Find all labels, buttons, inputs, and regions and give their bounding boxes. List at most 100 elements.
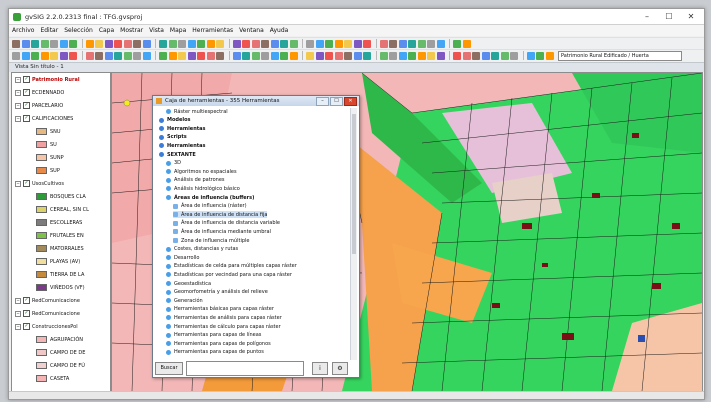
toolbar-tool-icon[interactable] [261, 51, 269, 60]
toolbar-tool-icon[interactable] [95, 51, 103, 60]
legend-layer[interactable]: −✓PARCELARIO [15, 102, 63, 109]
toolbar-tool-icon[interactable] [545, 51, 554, 60]
toolbar-tool-icon[interactable] [417, 51, 426, 60]
close-button[interactable]: ✕ [687, 12, 695, 21]
toolbar-tool-icon[interactable] [216, 39, 224, 48]
toolbox-tree-item[interactable]: Área de influencia de distancia variable [173, 220, 280, 227]
toolbar-tool-icon[interactable] [270, 51, 279, 60]
toolbar-tool-icon[interactable] [21, 51, 30, 60]
toolbar-tool-icon[interactable] [453, 51, 461, 60]
toolbar-tool-icon[interactable] [315, 51, 324, 60]
toolbar-tool-icon[interactable] [436, 39, 445, 48]
toolbox-tree-item[interactable]: Área de influencia de distancia fija [173, 211, 268, 219]
toolbox-tree-item[interactable]: Geomorfometría y análisis del relieve [166, 289, 268, 296]
toolbox-tree-item[interactable]: Modelos [159, 117, 191, 124]
menu-editar[interactable]: Editar [40, 27, 59, 34]
toolbar-tool-icon[interactable] [206, 39, 215, 48]
toolbar-tool-icon[interactable] [69, 39, 77, 48]
search-button[interactable]: Buscar [155, 361, 183, 375]
toolbox-scrollbar[interactable] [350, 108, 357, 360]
toolbox-tree-item[interactable]: Algoritmos no espaciales [166, 168, 237, 175]
toolbox-tree-item[interactable]: Área de influencia (ráster) [173, 203, 247, 210]
toolbox-tree-item[interactable]: Área de influencia mediante umbral [173, 228, 271, 235]
toolbox-tree-item[interactable]: Análisis hidrológico básico [166, 185, 240, 192]
toolbox-tree-item[interactable]: 3D [166, 160, 181, 167]
toolbar-tool-icon[interactable] [242, 39, 250, 48]
toolbar-tool-icon[interactable] [159, 51, 167, 60]
toolbar-tool-icon[interactable] [133, 51, 141, 60]
toolbar-tool-icon[interactable] [59, 39, 68, 48]
toolbar-tool-icon[interactable] [344, 51, 352, 60]
toolbox-tree-item[interactable]: Análisis de patrones [166, 177, 225, 184]
toolbar-tool-icon[interactable] [306, 39, 314, 48]
toolbar-tool-icon[interactable] [491, 51, 499, 60]
toolbar-tool-icon[interactable] [242, 51, 250, 60]
toolbar-tool-icon[interactable] [197, 51, 205, 60]
toolbox-tree-item[interactable]: Áreas de influencia (buffers) [166, 194, 254, 201]
toolbox-tree-item[interactable]: Desarrollo [166, 254, 199, 261]
toolbar-tool-icon[interactable] [408, 39, 416, 48]
toolbox-tree-item[interactable]: Costes, distancias y rutas [166, 246, 238, 253]
toolbox-tree-item[interactable]: Herramientas para capas de líneas [166, 332, 261, 339]
toolbar-tool-icon[interactable] [280, 39, 288, 48]
collapse-icon[interactable]: − [15, 180, 21, 187]
toolbar-tool-icon[interactable] [526, 51, 535, 60]
menu-ventana[interactable]: Ventana [239, 27, 264, 34]
toolbar-tool-icon[interactable] [417, 39, 426, 48]
toolbox-tree-item[interactable]: Herramientas de cálculo para capas ráste… [166, 323, 281, 330]
toolbox-tree-item[interactable]: Zona de influencia múltiple [173, 237, 249, 244]
toolbox-tree-item[interactable]: Herramientas para capas de polígonos [166, 340, 271, 347]
toolbox-minimize-button[interactable]: – [316, 97, 329, 106]
toolbar-tool-icon[interactable] [187, 39, 196, 48]
toolbox-maximize-button[interactable]: ☐ [330, 97, 343, 106]
collapse-icon[interactable]: − [15, 115, 21, 122]
toolbar-tool-icon[interactable] [453, 39, 461, 48]
toolbar-tool-icon[interactable] [123, 51, 132, 60]
toolbar-tool-icon[interactable] [178, 51, 186, 60]
toolbar-tool-icon[interactable] [31, 39, 39, 48]
toolbar-tool-icon[interactable] [500, 51, 509, 60]
toolbar-tool-icon[interactable] [315, 39, 324, 48]
layer-visibility-checkbox[interactable]: ✓ [23, 76, 30, 83]
toolbar-tool-icon[interactable] [334, 51, 343, 60]
toolbox-tree-item[interactable]: SEXTANTE [159, 151, 196, 158]
toolbar-tool-icon[interactable] [334, 39, 343, 48]
menu-archivo[interactable]: Archivo [12, 27, 35, 34]
maximize-button[interactable]: ☐ [665, 12, 673, 21]
menu-mostrar[interactable]: Mostrar [120, 27, 144, 34]
toolbar-tool-icon[interactable] [481, 51, 490, 60]
collapse-icon[interactable]: − [15, 310, 21, 317]
toolbar-tool-icon[interactable] [168, 39, 177, 48]
menu-capa[interactable]: Capa [98, 27, 115, 34]
menu-mapa[interactable]: Mapa [169, 27, 187, 34]
toolbar-tool-icon[interactable] [142, 39, 151, 48]
collapse-icon[interactable]: − [15, 76, 21, 83]
toolbar-tool-icon[interactable] [389, 39, 397, 48]
toolbar-tool-icon[interactable] [462, 51, 471, 60]
toolbar-tool-icon[interactable] [104, 51, 113, 60]
layer-visibility-checkbox[interactable]: ✓ [23, 310, 30, 317]
toolbar-tool-icon[interactable] [398, 39, 407, 48]
toolbar-tool-icon[interactable] [398, 51, 407, 60]
layer-visibility-checkbox[interactable]: ✓ [23, 297, 30, 304]
layer-visibility-checkbox[interactable]: ✓ [23, 102, 30, 109]
info-icon[interactable]: i [312, 361, 328, 375]
menu-seleccion[interactable]: Selección [64, 27, 93, 34]
toolbar-tool-icon[interactable] [232, 39, 241, 48]
active-layer-select[interactable]: Patrimonio Rural Edificado / Huerta [558, 50, 682, 61]
legend-layer[interactable]: −✓ConstruccionesPol [15, 323, 78, 330]
toolbar-tool-icon[interactable] [206, 51, 215, 60]
toolbar-tool-icon[interactable] [95, 39, 103, 48]
legend-layer[interactable]: −✓ECDENNADO [15, 89, 64, 96]
legend-layer[interactable]: −✓CALIFICACIONES [15, 115, 73, 122]
toolbox-tree-item[interactable]: Herramientas [159, 125, 206, 132]
legend-layer[interactable]: −✓UsosCultivos [15, 180, 64, 187]
toolbox-tree-item[interactable]: Estadísticas por vecindad para una capa … [166, 271, 292, 278]
toolbar-tool-icon[interactable] [104, 39, 113, 48]
collapse-icon[interactable]: − [15, 102, 21, 109]
toolbar-tool-icon[interactable] [50, 51, 58, 60]
menu-vista[interactable]: Vista [149, 27, 164, 34]
legend-layer[interactable]: −✓RedComunicacione [15, 310, 80, 317]
toolbar-tool-icon[interactable] [69, 51, 77, 60]
toolbar-tool-icon[interactable] [197, 39, 205, 48]
